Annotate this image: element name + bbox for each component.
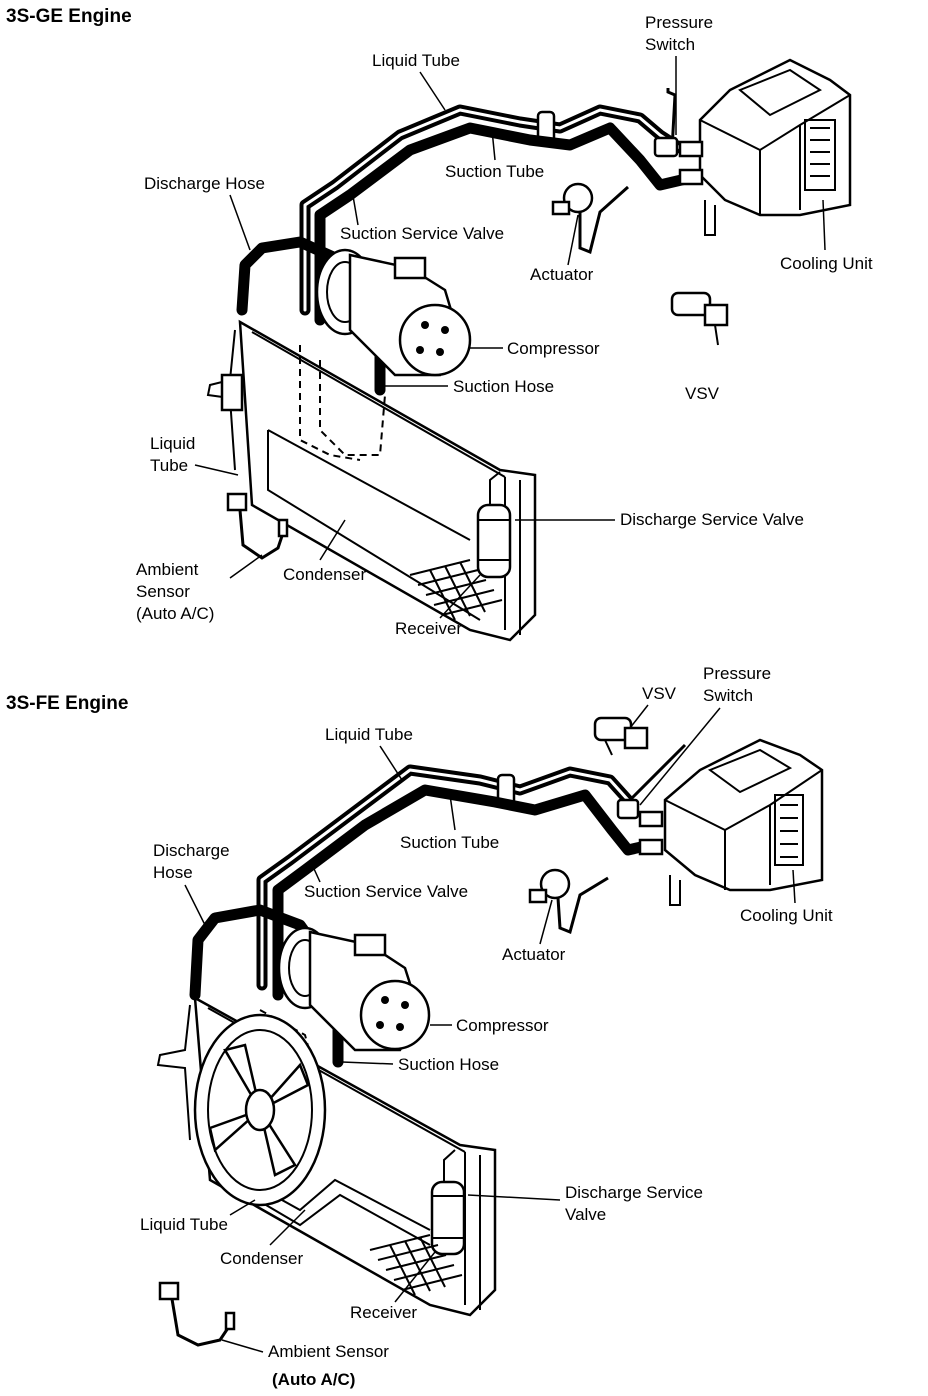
- vsv-drawing: [593, 716, 649, 756]
- label-liquid-tube-bottom: Liquid Tube: [140, 1215, 228, 1234]
- label-compressor: Compressor: [456, 1016, 549, 1035]
- compressor-drawing: [277, 926, 431, 1052]
- actuator-drawing: [528, 868, 609, 935]
- label-liquid-tube-side-1: Liquid: [150, 434, 195, 453]
- label-pressure-switch-1: Pressure: [703, 664, 771, 683]
- label-suction-hose: Suction Hose: [453, 377, 554, 396]
- label-compressor: Compressor: [507, 339, 600, 358]
- label-pressure-switch-2: Switch: [703, 686, 753, 705]
- ambient-sensor-drawing: [158, 1281, 236, 1347]
- receiver-drawing: [476, 471, 512, 579]
- label-pressure-switch-2: Switch: [645, 35, 695, 54]
- label-discharge-hose-1: Discharge: [153, 841, 230, 860]
- diagram-3s-ge: 3S-GE Engine: [6, 6, 873, 642]
- receiver-drawing: [430, 1149, 466, 1256]
- label-ambient-sensor-1: Ambient Sensor: [268, 1342, 389, 1361]
- diagram-3s-fe: 3S-FE Engine: [6, 664, 833, 1389]
- label-actuator: Actuator: [530, 265, 594, 284]
- ambient-sensor-drawing: [226, 492, 289, 560]
- label-receiver: Receiver: [395, 619, 462, 638]
- label-suction-service-valve: Suction Service Valve: [340, 224, 504, 243]
- condenser-drawing: [206, 319, 537, 642]
- label-vsv: VSV: [685, 384, 720, 403]
- cooling-unit-drawing: [663, 738, 824, 906]
- label-condenser: Condenser: [283, 565, 367, 584]
- title-3s-ge: 3S-GE Engine: [6, 6, 132, 27]
- label-suction-tube: Suction Tube: [400, 833, 499, 852]
- label-ambient-sensor-1: Ambient: [136, 560, 199, 579]
- label-ambient-sensor-2: Sensor: [136, 582, 190, 601]
- label-receiver: Receiver: [350, 1303, 417, 1322]
- label-actuator: Actuator: [502, 945, 566, 964]
- label-pressure-switch-1: Pressure: [645, 13, 713, 32]
- label-ambient-sensor-2: (Auto A/C): [272, 1370, 355, 1389]
- actuator-drawing: [551, 182, 629, 255]
- label-discharge-service-valve-1: Discharge Service: [565, 1183, 703, 1202]
- label-suction-service-valve: Suction Service Valve: [304, 882, 468, 901]
- vsv-drawing: [670, 291, 729, 346]
- label-cooling-unit: Cooling Unit: [780, 254, 873, 273]
- label-liquid-tube: Liquid Tube: [325, 725, 413, 744]
- cooling-unit-drawing: [698, 58, 852, 236]
- label-discharge-service-valve: Discharge Service Valve: [620, 510, 804, 529]
- label-discharge-hose: Discharge Hose: [144, 174, 265, 193]
- condenser-drawing: [156, 995, 497, 1317]
- title-3s-fe: 3S-FE Engine: [6, 693, 128, 714]
- label-cooling-unit: Cooling Unit: [740, 906, 833, 925]
- label-ambient-sensor-3: (Auto A/C): [136, 604, 214, 623]
- label-condenser: Condenser: [220, 1249, 304, 1268]
- label-vsv: VSV: [642, 684, 677, 703]
- compressor-drawing: [315, 248, 472, 377]
- label-liquid-tube-side-2: Tube: [150, 456, 188, 475]
- label-discharge-hose-2: Hose: [153, 863, 193, 882]
- label-discharge-service-valve-2: Valve: [565, 1205, 606, 1224]
- label-suction-tube: Suction Tube: [445, 162, 544, 181]
- label-suction-hose: Suction Hose: [398, 1055, 499, 1074]
- label-liquid-tube: Liquid Tube: [372, 51, 460, 70]
